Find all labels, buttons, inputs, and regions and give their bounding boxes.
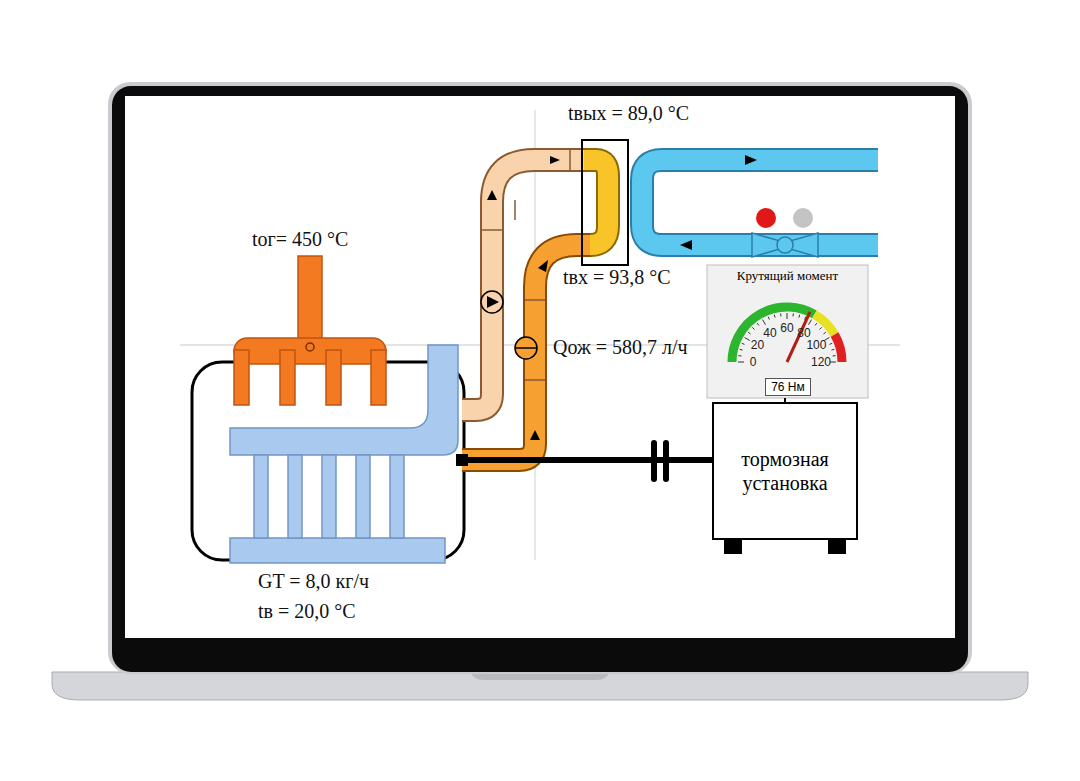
gauge-tick	[809, 320, 812, 325]
brake-unit-box: тормозная установка	[712, 402, 858, 540]
brake-foot	[828, 540, 846, 554]
gauge-ticks	[738, 313, 836, 362]
coupling	[651, 440, 657, 482]
gauge-tick	[823, 332, 825, 334]
red-lamp	[756, 208, 776, 228]
gauge-tick	[745, 338, 750, 341]
brake-foot	[724, 540, 742, 554]
node-label: 76 Нм	[771, 380, 805, 394]
gauge-tick	[774, 315, 776, 318]
node-label: тормозная установка	[724, 447, 846, 495]
gauge-number: 60	[780, 322, 793, 334]
shaft	[464, 457, 712, 463]
gauge-needle	[787, 312, 810, 362]
value-label: tвх = 93,8 °C	[563, 266, 671, 288]
screen	[125, 96, 955, 638]
gauge-panel-title: Крутящий момент 76 Нм	[707, 265, 868, 398]
heat-exchanger	[582, 140, 628, 265]
intake-manifold	[230, 345, 458, 563]
shaft-stub	[456, 454, 468, 466]
gauge-tick	[738, 362, 744, 363]
gauge-scale	[732, 307, 842, 362]
value-label: tог= 450 °C	[252, 228, 348, 250]
gauge-number: 100	[806, 339, 826, 351]
torque-readout: 76 Нм	[765, 378, 811, 396]
value-label: tвых = 89,0 °C	[568, 102, 689, 124]
gauge-tick	[780, 313, 781, 316]
gauge-number: 120	[811, 356, 831, 368]
coupling	[663, 440, 669, 482]
gauge-tick	[829, 343, 832, 344]
gauge-tick	[740, 349, 743, 351]
venturi-valve	[752, 233, 818, 257]
value-label: tв = 20,0 °C	[258, 600, 356, 622]
laptop-lid	[108, 82, 972, 674]
laptop-base	[52, 672, 1028, 700]
value-label: GT = 8,0 кг/ч	[258, 570, 369, 592]
gauge-number: 0	[750, 356, 757, 368]
gauge-tick	[820, 327, 822, 329]
laptop-bezel	[112, 86, 968, 672]
gauge-tick	[757, 323, 759, 325]
gauge-tick	[815, 323, 817, 325]
flow-meter-symbol	[515, 337, 537, 359]
gauge-tick	[831, 349, 834, 351]
gauge-tick	[752, 327, 754, 329]
gauge-tick	[787, 313, 788, 319]
pump-symbol	[481, 291, 503, 313]
gauge-tick	[833, 355, 836, 356]
gauge-number: 40	[763, 327, 776, 339]
gauge-tick	[798, 315, 800, 318]
gauge-tick	[748, 332, 750, 334]
gauge-tick	[742, 343, 745, 344]
gauge-number: 20	[751, 339, 764, 351]
gauge-panel	[707, 265, 868, 398]
gauge-tick	[763, 320, 766, 325]
grey-lamp	[793, 208, 813, 228]
value-label: Qож = 580,7 л/ч	[553, 336, 688, 358]
gauge-tick	[793, 313, 794, 316]
gauge-number: 80	[797, 327, 810, 339]
gauge-tick	[738, 355, 741, 356]
node-label: Крутящий момент	[737, 268, 838, 284]
exhaust-manifold	[234, 256, 386, 405]
gauge-tick	[768, 317, 769, 320]
